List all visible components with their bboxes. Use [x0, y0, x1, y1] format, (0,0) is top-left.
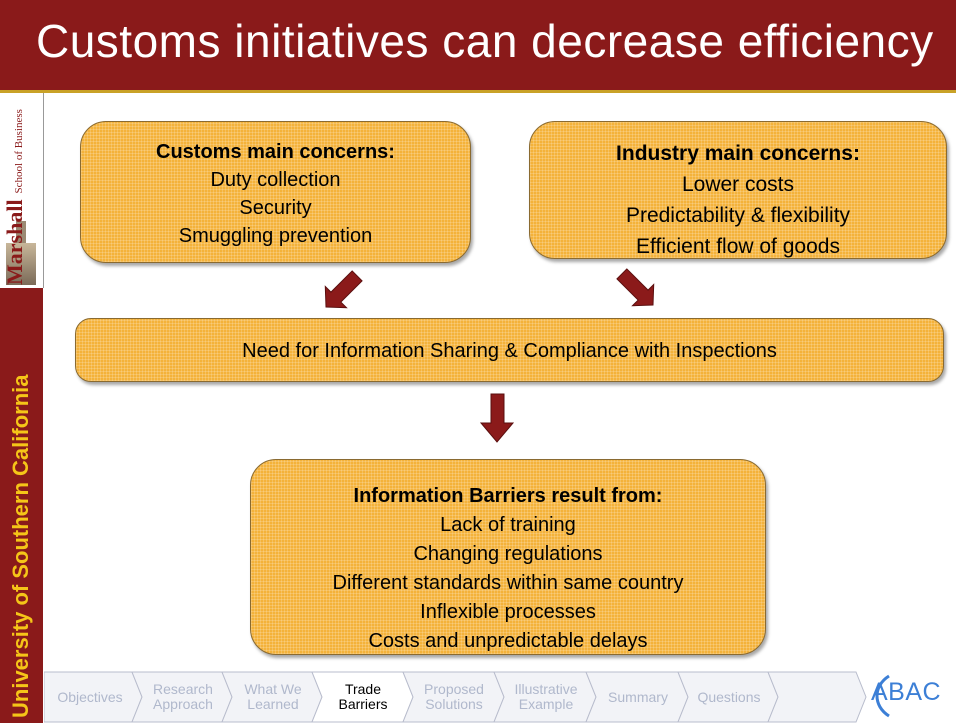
- arrow-need-to-barriers: [479, 393, 515, 443]
- slide-title: Customs initiatives can decrease efficie…: [36, 15, 934, 67]
- customs-item: Duty collection: [210, 169, 341, 191]
- nav-item-objectives[interactable]: Objectives: [57, 688, 123, 705]
- arrow-customs-to-need: [324, 270, 363, 309]
- abac-swoosh-icon: [875, 674, 890, 718]
- arrow-industry-to-need: [616, 268, 655, 307]
- information-barriers-box: Information Barriers result from: Lack o…: [250, 459, 766, 655]
- nav-item-questions[interactable]: Questions: [697, 688, 761, 705]
- barriers-item: Costs and unpredictable delays: [368, 630, 648, 652]
- barriers-heading: Information Barriers result from:: [353, 485, 663, 507]
- nav-item-summary[interactable]: Summary: [608, 688, 668, 705]
- customs-item: Smuggling prevention: [178, 225, 373, 247]
- title-bar: Customs initiatives can decrease efficie…: [0, 0, 956, 93]
- information-sharing-box: Need for Information Sharing & Complianc…: [75, 318, 944, 382]
- barriers-item: Different standards within same country: [332, 572, 684, 594]
- barriers-item: Changing regulations: [413, 543, 603, 565]
- industry-item: Lower costs: [681, 173, 795, 196]
- industry-concerns-box: Industry main concerns: Lower costs Pred…: [529, 121, 947, 259]
- marshall-logo: MarshallSchool of Business: [0, 93, 44, 288]
- nav-chevrons: [44, 671, 867, 723]
- customs-concerns-box: Customs main concerns: Duty collection S…: [80, 121, 471, 263]
- barriers-item: Lack of training: [440, 514, 576, 536]
- industry-item: Predictability & flexibility: [625, 204, 851, 227]
- industry-heading: Industry main concerns:: [616, 142, 860, 165]
- industry-item: Efficient flow of goods: [636, 235, 840, 258]
- customs-heading: Customs main concerns:: [156, 141, 395, 163]
- customs-item: Security: [239, 197, 312, 219]
- abac-logo: ABAC: [871, 678, 942, 706]
- need-text: Need for Information Sharing & Complianc…: [242, 340, 777, 362]
- barriers-item: Inflexible processes: [420, 601, 596, 623]
- building-icon: [6, 221, 36, 285]
